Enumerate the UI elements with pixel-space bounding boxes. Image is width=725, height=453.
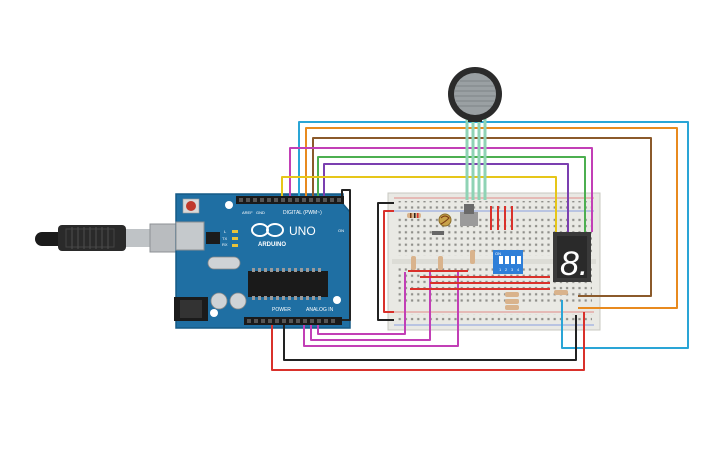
wire-black-bottom[interactable] <box>283 315 577 361</box>
dip-switch-icon[interactable]: ON 1 2 3 4 <box>493 250 523 274</box>
seven-segment-digit: 8. <box>560 245 588 283</box>
usb-cable-icon <box>35 223 181 253</box>
wire-magenta-a1[interactable] <box>310 272 431 341</box>
wire-brown[interactable] <box>312 137 652 297</box>
wire-black-board[interactable] <box>341 189 351 321</box>
wires <box>271 121 689 371</box>
arduino-uno-board[interactable]: ARDUINO UNO DIGITAL (PWM~) ANALOG IN POW… <box>174 193 351 329</box>
photoresistor-icon[interactable] <box>438 213 452 227</box>
aref-label: AREF <box>242 210 253 215</box>
gnd-label: GND <box>256 210 265 215</box>
wire-orange[interactable] <box>305 127 678 309</box>
board-model: UNO <box>289 224 316 238</box>
digital-label: DIGITAL (PWM~) <box>283 210 322 216</box>
resistor-icon <box>407 206 568 310</box>
rx-label: RX <box>222 242 228 247</box>
wire-cyan[interactable] <box>298 121 689 349</box>
wire-black-left[interactable] <box>377 202 394 321</box>
power-label: POWER <box>272 307 291 313</box>
reset-button-icon[interactable] <box>182 198 200 214</box>
wire-purple[interactable] <box>323 163 569 232</box>
analog-label: ANALOG IN <box>306 307 334 313</box>
tx-label: TX <box>222 236 227 241</box>
wire-magenta-top[interactable] <box>289 147 593 232</box>
wire-yellow[interactable] <box>281 176 557 232</box>
wire-magenta-a2[interactable] <box>317 272 406 335</box>
wire-red-bottom[interactable] <box>271 312 585 371</box>
dip-number-3: 3 <box>511 267 514 272</box>
dip-number-4: 4 <box>517 267 520 272</box>
wire-red-left[interactable] <box>383 210 394 313</box>
force-sensor-icon[interactable] <box>448 67 502 200</box>
wire-magenta-a0[interactable] <box>303 272 459 347</box>
board-brand: ARDUINO <box>258 242 286 248</box>
dip-number-2: 2 <box>505 267 508 272</box>
l-label: L <box>224 229 227 234</box>
on-label: ON <box>338 228 344 233</box>
arduino-logo-icon <box>251 223 284 237</box>
dip-on-label: ON <box>495 251 501 256</box>
potentiometer-icon[interactable] <box>460 204 478 226</box>
seven-segment-icon[interactable]: 8. <box>553 232 591 283</box>
dip-number-1: 1 <box>499 267 502 272</box>
